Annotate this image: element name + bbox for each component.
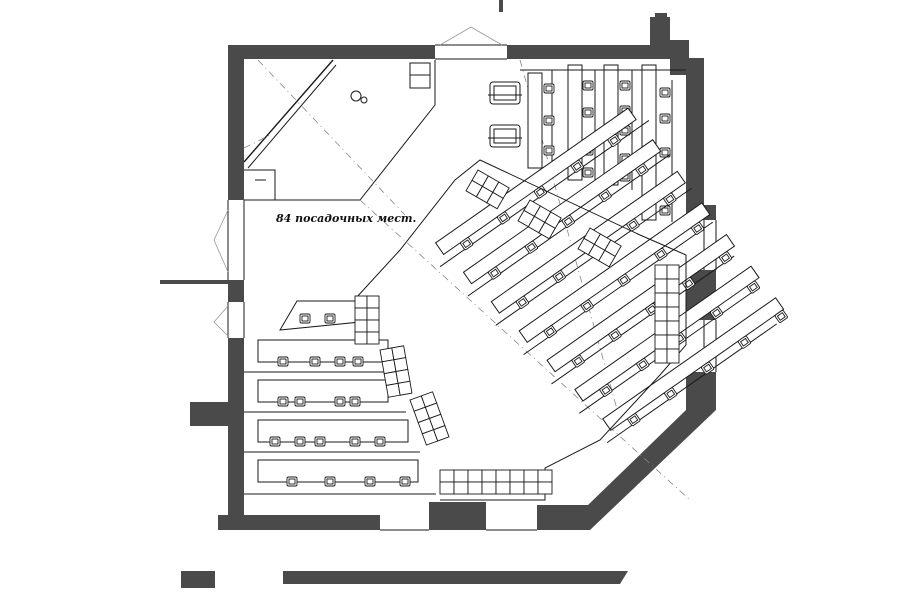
seat <box>617 273 631 287</box>
seat <box>349 396 361 407</box>
seat <box>352 356 364 367</box>
seat <box>561 215 575 228</box>
seat <box>533 185 547 199</box>
seat <box>314 436 326 447</box>
seat <box>515 295 529 309</box>
seat <box>664 387 678 401</box>
seating-capacity-label: 84 посадочных мест. <box>276 212 417 225</box>
seat <box>269 436 281 447</box>
seat <box>737 335 751 349</box>
tier-desk <box>546 233 736 373</box>
diagonal-tiers <box>355 107 788 501</box>
seat <box>635 163 649 177</box>
seat <box>543 325 557 339</box>
seat <box>774 310 788 323</box>
seat <box>324 313 336 324</box>
seat <box>524 240 538 254</box>
lower-left-rows <box>244 300 436 495</box>
seat <box>691 222 705 235</box>
seat <box>659 87 671 98</box>
seat <box>543 145 555 156</box>
seat <box>294 436 306 447</box>
seat <box>582 167 594 178</box>
seat <box>571 354 585 368</box>
seat <box>277 396 289 407</box>
wheelchairs <box>488 81 522 148</box>
seat <box>659 147 671 158</box>
seat <box>334 396 346 407</box>
seat <box>627 413 641 427</box>
seat <box>626 218 640 232</box>
walls <box>160 0 716 588</box>
seat <box>309 356 321 367</box>
seat <box>299 313 311 324</box>
stair-block <box>354 295 380 345</box>
seat <box>608 328 622 342</box>
stair-block <box>439 469 553 495</box>
seat <box>277 356 289 367</box>
axis-lines <box>359 59 691 501</box>
seat <box>746 280 760 294</box>
stair-block <box>379 345 413 398</box>
seat <box>636 358 650 371</box>
seat <box>598 189 612 203</box>
seat <box>654 247 668 261</box>
seat <box>399 476 411 487</box>
seat <box>543 83 555 94</box>
seat <box>460 237 474 251</box>
seat <box>719 251 733 265</box>
seat <box>334 356 346 367</box>
seat <box>286 476 298 487</box>
seat <box>580 299 594 313</box>
seat <box>570 159 584 173</box>
stairs <box>354 169 680 495</box>
seat <box>582 80 594 91</box>
seat <box>599 383 613 397</box>
seat <box>663 192 677 206</box>
seat <box>324 476 336 487</box>
stair-block <box>465 169 510 210</box>
seat <box>374 436 386 447</box>
stair-block <box>654 264 680 364</box>
seat <box>364 476 376 487</box>
seat <box>349 436 361 447</box>
seat <box>701 361 715 375</box>
seat <box>619 80 631 91</box>
seat <box>659 113 671 124</box>
seat <box>607 134 621 147</box>
stair-block <box>409 391 450 446</box>
tier-desk <box>602 297 785 432</box>
seat <box>294 396 306 407</box>
stair-block <box>577 227 622 268</box>
seat <box>497 211 511 225</box>
corner-room <box>243 59 436 216</box>
seat <box>710 306 724 320</box>
seat <box>543 115 555 126</box>
seat <box>488 266 502 280</box>
seat <box>582 107 594 118</box>
stair-block <box>517 199 562 240</box>
seat <box>552 270 566 283</box>
